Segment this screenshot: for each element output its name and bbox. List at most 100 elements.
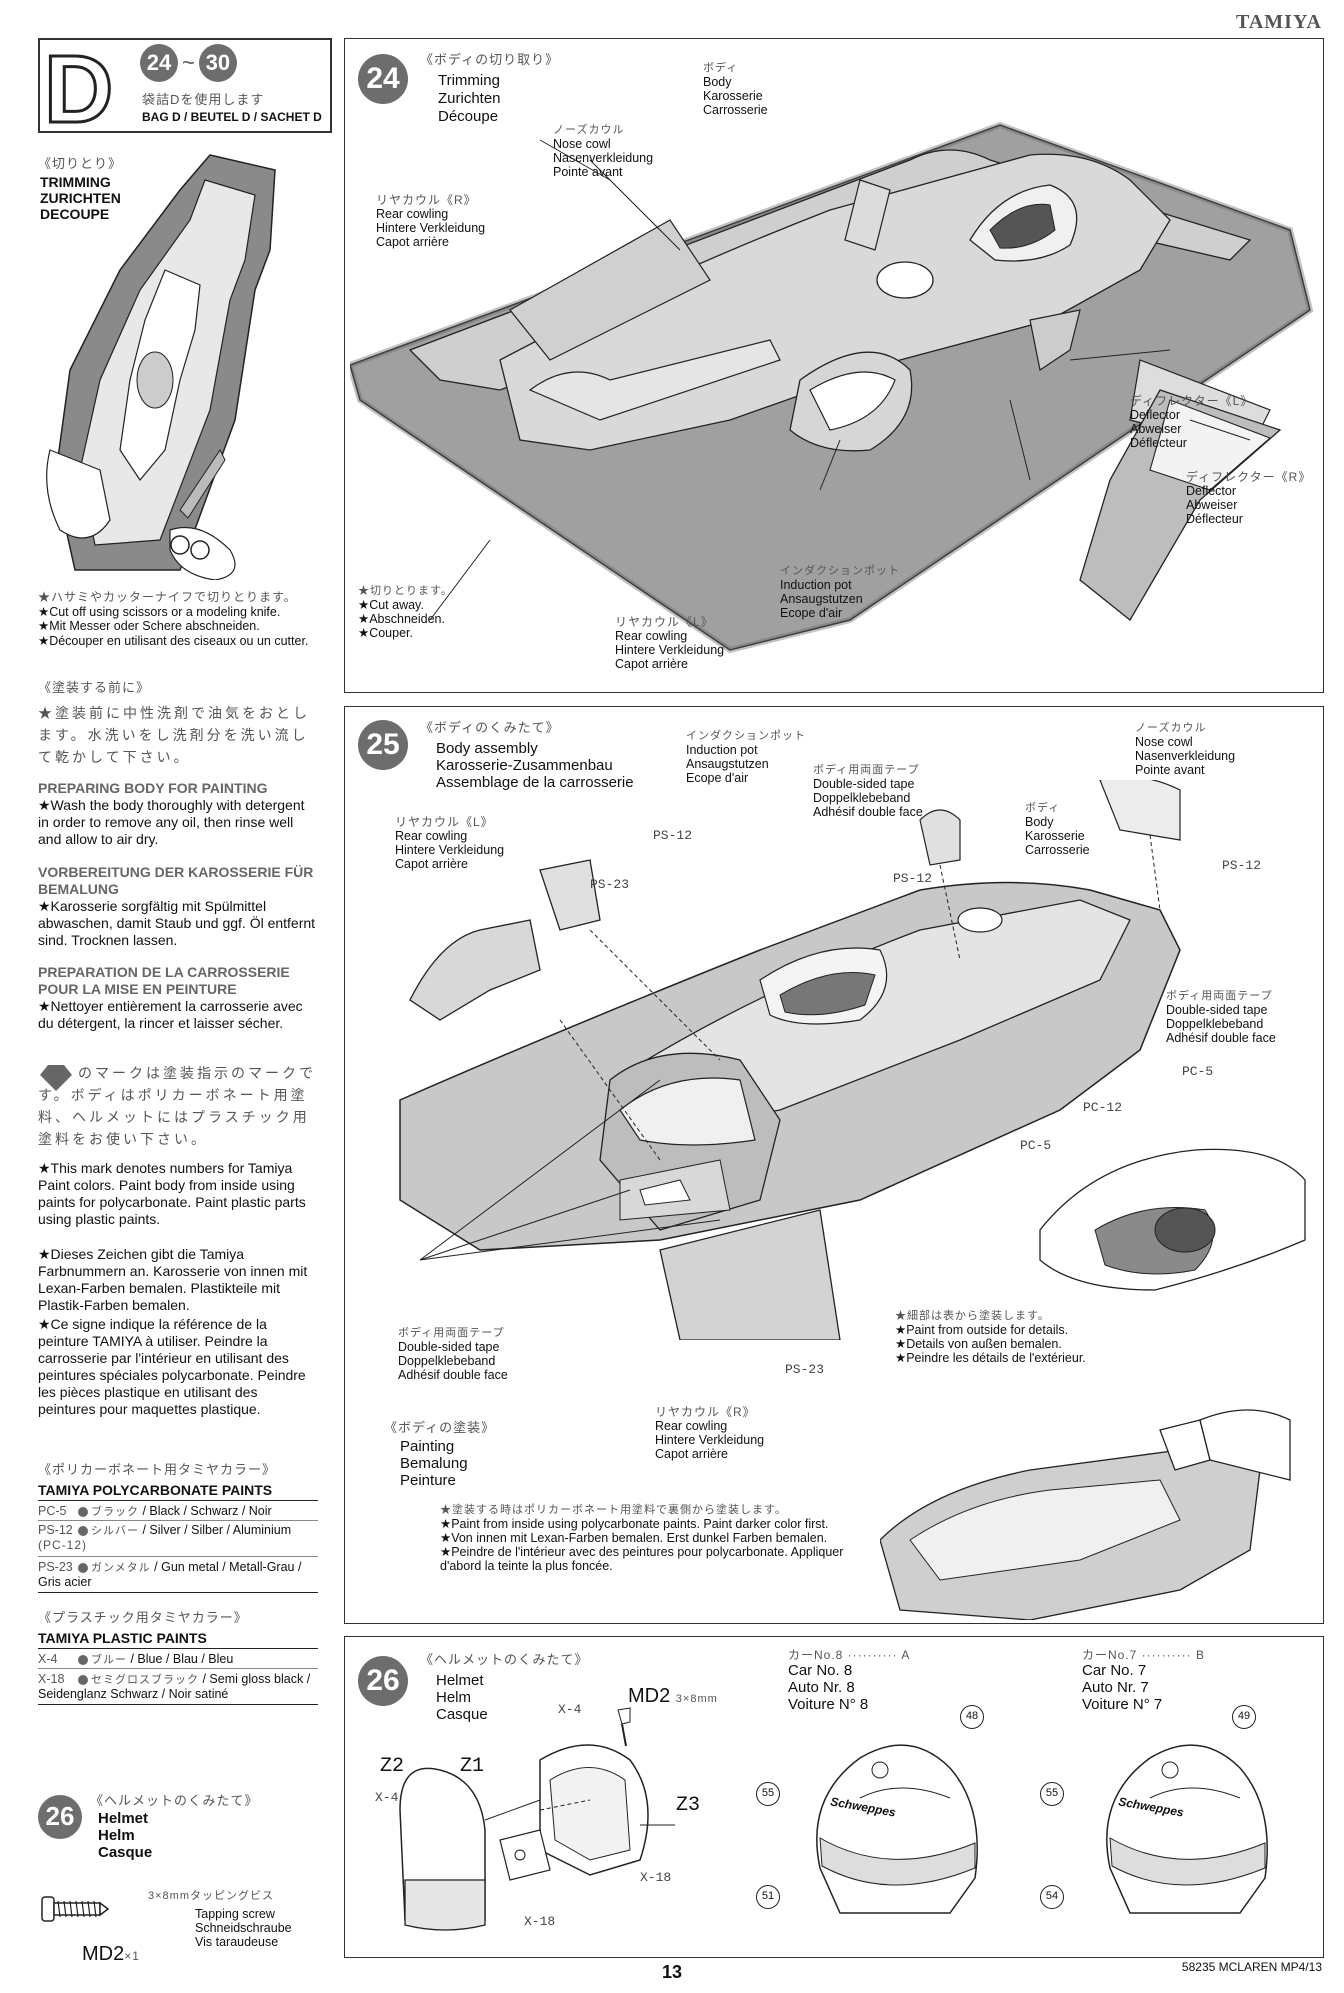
poly-rule-4 bbox=[38, 1592, 318, 1593]
step26-screw-code: MD2 3×8mm bbox=[628, 1685, 718, 1707]
step25-rear-r-label: リヤカウル《R》 Rear cowling Hintere Verkleidun… bbox=[655, 1405, 765, 1462]
step26-helmet-assembly bbox=[399, 1707, 675, 1931]
code-x18-b: X-18 bbox=[524, 1914, 556, 1929]
step-to: 30 bbox=[198, 44, 237, 82]
code-x4-b: X-4 bbox=[375, 1790, 399, 1805]
step24-rear-r-label: リヤカウル《R》 Rear cowling Hintere Verkleidun… bbox=[376, 193, 486, 250]
step24-nose-label: ノーズカウル Nose cowl Nasenverkleidung Pointe… bbox=[553, 124, 654, 180]
step25-title: Body assembly Karosserie-Zusammenbau Ass… bbox=[436, 740, 634, 791]
paint-mark-icon bbox=[40, 1065, 72, 1091]
step25-tape2-label: ボディ用両面テープ Double-sided tape Doppelklebeb… bbox=[1166, 990, 1276, 1046]
car-b-label: カーNo.7 ·········· B Car No. 7 Auto Nr. 7… bbox=[1082, 1648, 1205, 1714]
step24-body-sprue bbox=[350, 121, 1314, 654]
decal-b-55: 55 bbox=[1040, 1782, 1064, 1806]
bag-jp: 袋詰Dを使用します bbox=[142, 92, 265, 107]
step24-body-label: ボディ Body Karosserie Carrosserie bbox=[703, 62, 768, 118]
step-tilde: ~ bbox=[182, 49, 195, 75]
trim-note-fr: ★Découper en utilisant des ciseaux ou un… bbox=[38, 633, 309, 648]
sidebar-step26-title: Helmet Helm Casque bbox=[98, 1810, 153, 1861]
part-z1: Z1 bbox=[460, 1755, 485, 1778]
paint-dot-icon bbox=[78, 1654, 88, 1665]
step24-title-jp: 《ボディの切り取り》 bbox=[420, 52, 560, 67]
decal-b-49: 49 bbox=[1232, 1705, 1256, 1729]
brand-logo: TAMIYA bbox=[1235, 11, 1322, 33]
step25-title-jp: 《ボディのくみたて》 bbox=[420, 720, 560, 735]
plastic-rule-1 bbox=[38, 1648, 318, 1649]
step25-rear-l-label: リヤカウル《L》 Rear cowling Hintere Verkleidun… bbox=[395, 815, 505, 872]
step26-title-jp: 《ヘルメットのくみたて》 bbox=[420, 1652, 589, 1667]
decal-b-54: 54 bbox=[1040, 1885, 1064, 1909]
paint-dot-icon bbox=[78, 1506, 88, 1517]
sidebar-step26-number: 26 bbox=[38, 1795, 82, 1839]
poly-jp: 《ポリカーボネート用タミヤカラー》 bbox=[38, 1462, 277, 1477]
bag-letter: D bbox=[42, 34, 114, 144]
step24-title: Trimming Zurichten Découpe bbox=[438, 72, 501, 125]
bag-box: D 24 ~ 30 袋詰Dを使用します BAG D / BEUTEL D / S… bbox=[38, 34, 332, 145]
step24-deflector-r-label: ディフレクター《R》 Deflector Abweiser Déflecteur bbox=[1186, 470, 1312, 527]
plastic-title: TAMIYA PLASTIC PAINTS bbox=[38, 1630, 207, 1646]
paint-code: PC-5 bbox=[38, 1504, 67, 1518]
decal-a-48: 48 bbox=[960, 1705, 984, 1729]
prep-en: ★Wash the body thoroughly with detergent… bbox=[38, 797, 305, 847]
mark-fr: ★Ce signe indique la référence de la pei… bbox=[38, 1316, 306, 1417]
bag-label: BAG D / BEUTEL D / SACHET D bbox=[142, 110, 322, 124]
sidebar-step26-jp: 《ヘルメットのくみたて》 bbox=[90, 1793, 259, 1808]
plastic-jp: 《プラスチック用タミヤカラー》 bbox=[38, 1610, 248, 1625]
trim-note-en: ★Cut off using scissors or a modeling kn… bbox=[38, 604, 281, 619]
code-ps12-b: PS-12 bbox=[893, 871, 933, 886]
step24-rear-l-label: リヤカウル《L》 Rear cowling Hintere Verkleidun… bbox=[615, 615, 725, 672]
car-a-label: カーNo.8 ·········· A Car No. 8 Auto Nr. 8… bbox=[788, 1648, 911, 1714]
trimming-illustration bbox=[46, 154, 276, 580]
plastic-rule-3 bbox=[38, 1704, 318, 1705]
step24-deflector-l-label: ディフレクター《L》 Deflector Abweiser Déflecteur bbox=[1130, 394, 1254, 451]
part-z2: Z2 bbox=[380, 1755, 405, 1778]
mark-en: ★This mark denotes numbers for Tamiya Pa… bbox=[38, 1160, 306, 1227]
step25-paint-title: Painting Bemalung Peinture bbox=[400, 1438, 468, 1489]
paint-dot-icon bbox=[78, 1525, 88, 1536]
step24-intake-label: インダクションポット Induction pot Ansaugstutzen E… bbox=[780, 565, 900, 621]
part-z3: Z3 bbox=[676, 1794, 701, 1817]
prep-de: ★Karosserie sorgfältig mit Spülmittel ab… bbox=[38, 898, 316, 948]
trimming-en: TRIMMING bbox=[40, 174, 111, 190]
screw-icon bbox=[41, 1896, 110, 1922]
trimming-jp: 《切りとり》 bbox=[38, 156, 123, 171]
prep-jp: ★塗装前に中性洗剤で油気をおとします。水洗いをし洗剤分を洗い流して乾かして下さい… bbox=[38, 705, 310, 765]
code-ps23-b: PS-23 bbox=[785, 1362, 825, 1377]
decal-a-51: 51 bbox=[756, 1885, 780, 1909]
screw-jp: 3×8mmタッピングビス bbox=[148, 1890, 274, 1902]
helmet-b-illustration bbox=[1106, 1744, 1268, 1914]
code-ps12-a: PS-12 bbox=[653, 828, 693, 843]
step25-intake-label: インダクションポット Induction pot Ansaugstutzen E… bbox=[686, 730, 806, 786]
paint-dot-icon bbox=[78, 1562, 88, 1573]
prep-en-title: PREPARING BODY FOR PAINTING bbox=[38, 780, 268, 796]
step-from: 24 bbox=[140, 44, 178, 82]
decal-a-55: 55 bbox=[756, 1782, 780, 1806]
code-pc5-b: PC-5 bbox=[1020, 1138, 1052, 1153]
code-x4-a: X-4 bbox=[558, 1702, 582, 1717]
screw-code: MD2×1 bbox=[82, 1943, 140, 1965]
step-range: 24 ~ 30 bbox=[140, 44, 237, 82]
page-number: 13 bbox=[662, 1962, 683, 1982]
helmet-a-illustration bbox=[816, 1744, 978, 1914]
code-x18-a: X-18 bbox=[640, 1870, 672, 1885]
prep-de-title: VORBEREITUNG DER KAROSSERIE FÜR BEMALUNG bbox=[38, 864, 314, 897]
trimming-de: ZURICHTEN bbox=[40, 190, 121, 206]
step26-number: 26 bbox=[358, 1656, 408, 1706]
step25-cockpit-detail bbox=[1039, 1148, 1306, 1291]
code-ps23-a: PS-23 bbox=[590, 877, 630, 892]
trim-note-de: ★Mit Messer oder Schere abschneiden. bbox=[38, 619, 260, 633]
prep-fr: ★Nettoyer entièrement la carrosserie ave… bbox=[38, 998, 303, 1031]
step25-tape3-label: ボディ用両面テープ Double-sided tape Doppelklebeb… bbox=[398, 1327, 508, 1383]
step25-nose-label: ノーズカウル Nose cowl Nasenverkleidung Pointe… bbox=[1135, 722, 1236, 778]
step25-tape1-label: ボディ用両面テープ Double-sided tape Doppelklebeb… bbox=[813, 764, 923, 820]
step25-body-label: ボディ Body Karosserie Carrosserie bbox=[1025, 802, 1090, 858]
step25-spray-illustration bbox=[880, 1409, 1291, 1620]
code-pc12: PC-12 bbox=[1083, 1100, 1123, 1115]
step25-detail-note: ★細部は表から塗装します。 ★Paint from outside for de… bbox=[895, 1310, 1086, 1366]
paint-dot-icon bbox=[78, 1674, 88, 1685]
poly-rule-2 bbox=[38, 1520, 318, 1521]
